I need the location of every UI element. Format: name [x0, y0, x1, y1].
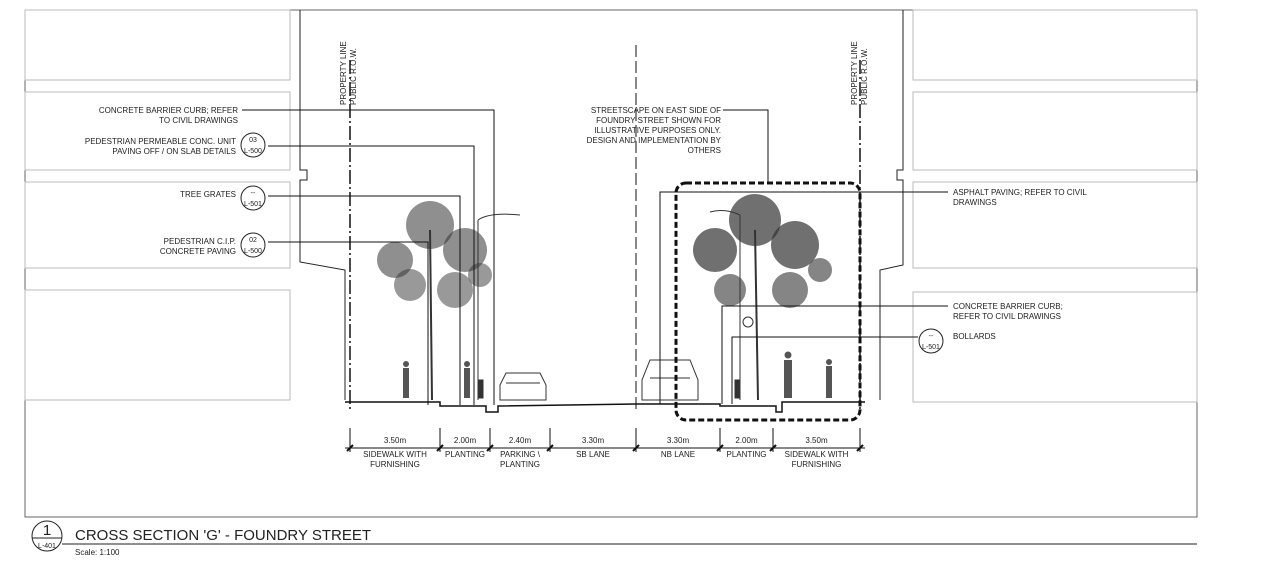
- tree-right: [693, 194, 832, 401]
- street-light-right: [709, 210, 754, 400]
- row-label-right: PUBLIC R.O.W.: [860, 48, 869, 105]
- dimension-label: SB LANE: [576, 450, 610, 459]
- dimension-tick: [436, 444, 444, 452]
- note-text: DESIGN AND IMPLEMENTATION BY: [587, 136, 722, 145]
- dimension-value: 3.30m: [582, 436, 605, 445]
- note-text: ILLUSTRATIVE PURPOSES ONLY.: [594, 126, 721, 135]
- drawing-title: CROSS SECTION 'G' - FOUNDRY STREET: [75, 527, 371, 544]
- row-label-left: PUBLIC R.O.W.: [349, 48, 358, 105]
- svg-text:03: 03: [249, 137, 257, 144]
- left-buildings: [24, 9, 291, 401]
- dimension-label: PLANTING: [500, 460, 540, 469]
- svg-text:--: --: [929, 333, 934, 340]
- svg-text:L-500: L-500: [244, 148, 262, 155]
- dimension-tick: [632, 444, 640, 452]
- drawing-scale: Scale: 1:100: [75, 548, 120, 557]
- dimension-label: PLANTING: [726, 450, 766, 459]
- svg-text:L-501: L-501: [922, 344, 940, 351]
- sheet-number: L-401: [38, 543, 56, 550]
- svg-text:02: 02: [249, 237, 257, 244]
- note-text: STREETSCAPE ON EAST SIDE OF: [591, 106, 721, 115]
- title-block: 1 L-401 CROSS SECTION 'G' - FOUNDRY STRE…: [31, 520, 1197, 557]
- car-right: [641, 359, 699, 401]
- dimension-label: PLANTING: [445, 450, 485, 459]
- dimension: 3.30m NB LANE: [661, 436, 695, 459]
- callout-text: REFER TO CIVIL DRAWINGS: [953, 312, 1061, 321]
- right-building-face: [879, 10, 904, 400]
- detail-reference-bubble: -- L-501: [918, 328, 944, 354]
- callout-text: PEDESTRIAN C.I.P.: [164, 237, 236, 246]
- callout-text: BOLLARDS: [953, 332, 996, 341]
- tree-left: [377, 201, 492, 401]
- dimension-value: 2.00m: [454, 436, 477, 445]
- dimension-value: 3.50m: [805, 436, 828, 445]
- dimension-value: 3.50m: [384, 436, 407, 445]
- callout-text: ASPHALT PAVING; REFER TO CIVIL: [953, 188, 1087, 197]
- dimension-label: PARKING \: [500, 450, 541, 459]
- detail-reference-bubble: -- L-501: [240, 185, 266, 211]
- callout-text: TO CIVIL DRAWINGS: [159, 116, 238, 125]
- callout-text: CONCRETE BARRIER CURB;: [953, 302, 1063, 311]
- property-line-label-right: PROPERTY LINE: [850, 41, 859, 105]
- ground-line: [345, 401, 865, 413]
- callout-text: CONCRETE PAVING: [160, 247, 236, 256]
- left-callout: PEDESTRIAN C.I.P.CONCRETE PAVING 02L-500: [160, 232, 266, 258]
- dimension-tick: [716, 444, 724, 452]
- dimension: 3.30m SB LANE: [576, 436, 610, 459]
- callout-text: DRAWINGS: [953, 198, 997, 207]
- drawing-frame: [24, 9, 1198, 518]
- right-buildings: [912, 9, 1198, 403]
- dimension-value: 2.00m: [735, 436, 758, 445]
- dimension-label: SIDEWALK WITH: [363, 450, 427, 459]
- leader-lines: [242, 109, 948, 405]
- dimension-label: FURNISHING: [792, 460, 842, 469]
- property-line-label-left: PROPERTY LINE: [339, 41, 348, 105]
- note-text: OTHERS: [688, 146, 721, 155]
- svg-text:L-501: L-501: [244, 201, 262, 208]
- dimension-tick: [769, 444, 777, 452]
- svg-text:--: --: [251, 190, 256, 197]
- dimension-tick: [546, 444, 554, 452]
- left-building-face: [299, 10, 346, 400]
- dimension-tick: [856, 444, 864, 452]
- right-callout: BOLLARDS -- L-501: [918, 328, 996, 354]
- car-left: [499, 372, 547, 401]
- pedestrians: [403, 351, 832, 398]
- detail-reference-bubble: 02L-500: [240, 232, 266, 258]
- callout-text: PAVING OFF / ON SLAB DETAILS: [112, 147, 236, 156]
- dimension-tick: [486, 444, 494, 452]
- callout-text: PEDESTRIAN PERMEABLE CONC. UNIT: [85, 137, 236, 146]
- right-callout: CONCRETE BARRIER CURB;REFER TO CIVIL DRA…: [953, 302, 1063, 321]
- note-text: FOUNDRY STREET SHOWN FOR: [596, 116, 721, 125]
- callout-text: CONCRETE BARRIER CURB; REFER: [99, 106, 238, 115]
- left-callout: TREE GRATES -- L-501: [180, 185, 266, 211]
- dimension-value: 2.40m: [509, 436, 532, 445]
- dimension-value: 3.30m: [667, 436, 690, 445]
- detail-number: 1: [43, 522, 51, 539]
- detail-reference-bubble: 03L-500: [240, 132, 266, 158]
- dimension-label: NB LANE: [661, 450, 695, 459]
- dimension-label: FURNISHING: [370, 460, 420, 469]
- dimension-label: SIDEWALK WITH: [785, 450, 849, 459]
- svg-text:L-500: L-500: [244, 248, 262, 255]
- dimension-tick: [346, 444, 354, 452]
- callout-text: TREE GRATES: [180, 190, 236, 199]
